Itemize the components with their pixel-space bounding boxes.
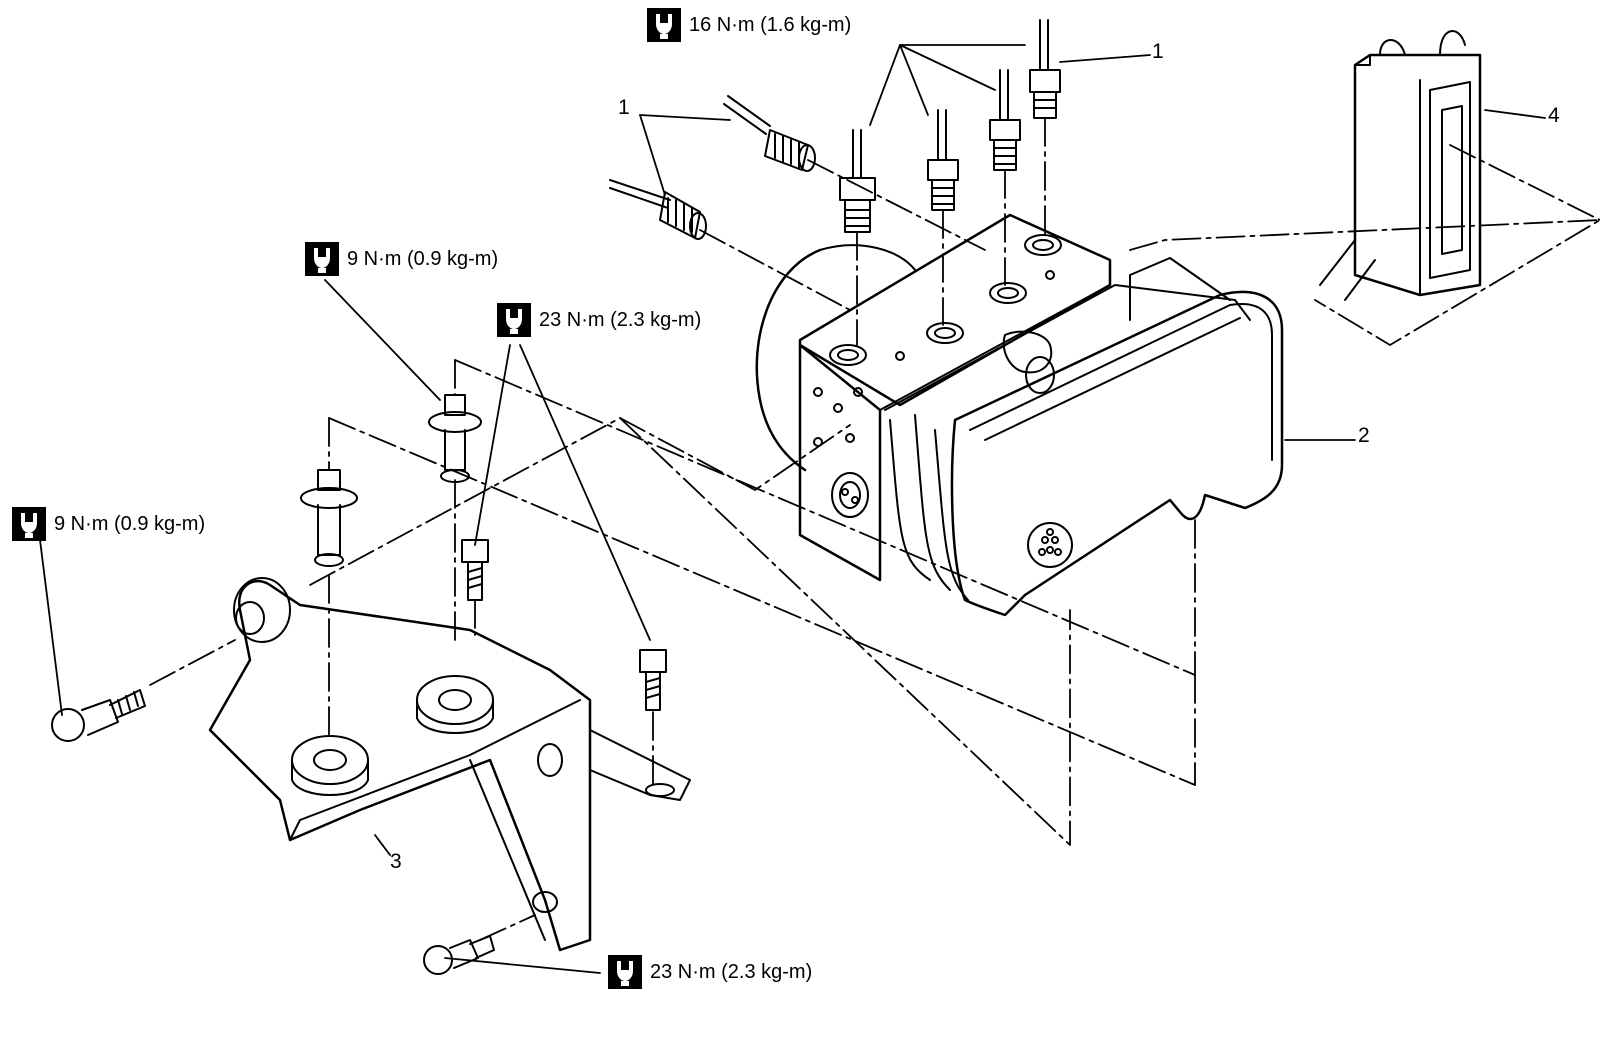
torque-spec-bottom-bolt: 23 N·m (2.3 kg-m) xyxy=(608,955,812,989)
torque-spec-bracket-bolts: 23 N·m (2.3 kg-m) xyxy=(497,303,701,337)
torque-wrench-icon xyxy=(647,8,681,42)
torque-wrench-icon xyxy=(305,242,339,276)
torque-spec-side-bolt: 9 N·m (0.9 kg-m) xyxy=(12,507,205,541)
callout-3: 3 xyxy=(390,850,402,873)
torque-spec-text: 9 N·m (0.9 kg-m) xyxy=(347,247,499,270)
torque-spec-text: 16 N·m (1.6 kg-m) xyxy=(689,13,852,36)
torque-spec-pipe-nuts: 16 N·m (1.6 kg-m) xyxy=(647,8,851,42)
torque-spec-text: 23 N·m (2.3 kg-m) xyxy=(650,960,813,983)
mounting-studs xyxy=(51,394,667,975)
callout-2: 2 xyxy=(1358,424,1370,447)
abs-bracket xyxy=(208,577,691,952)
callout-1-right: 1 xyxy=(1152,40,1164,63)
assembly-center-lines xyxy=(149,117,1600,941)
torque-wrench-icon xyxy=(497,303,531,337)
torque-wrench-icon xyxy=(12,507,46,541)
torque-spec-text: 23 N·m (2.3 kg-m) xyxy=(539,308,702,331)
abs-connector xyxy=(1319,30,1482,301)
callout-1-left: 1 xyxy=(618,96,630,119)
torque-spec-stud-upper: 9 N·m (0.9 kg-m) xyxy=(305,242,498,276)
torque-wrench-icon xyxy=(608,955,642,989)
brake-pipes xyxy=(609,19,1061,240)
callout-4: 4 xyxy=(1548,104,1560,127)
hydraulic-unit-body xyxy=(755,213,1284,617)
leader-lines xyxy=(39,44,1546,974)
torque-spec-text: 9 N·m (0.9 kg-m) xyxy=(54,512,206,535)
